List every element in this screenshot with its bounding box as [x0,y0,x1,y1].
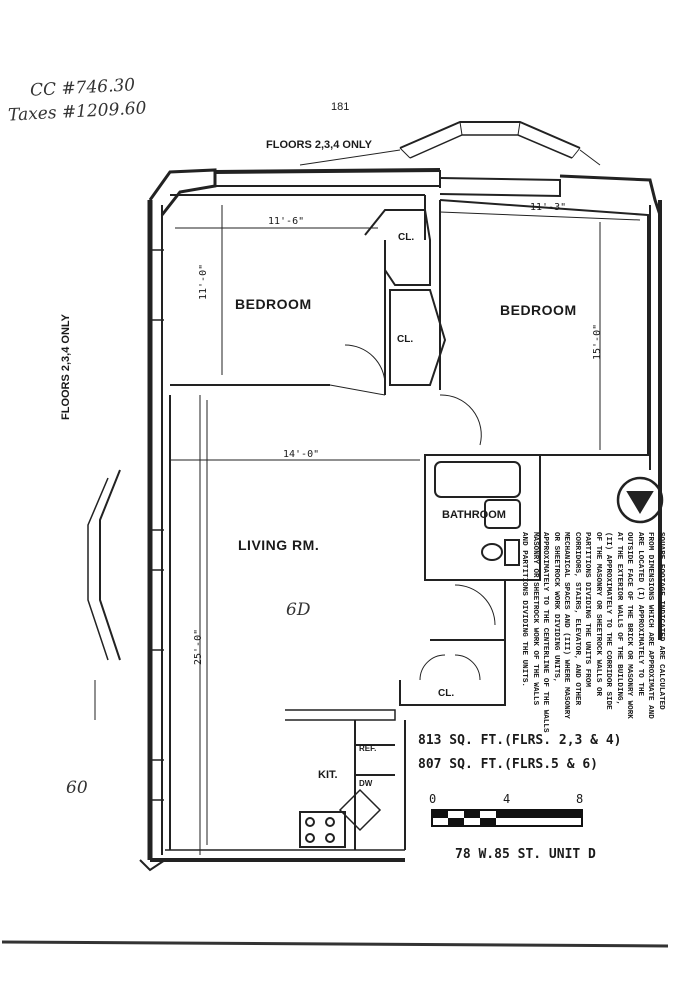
dimension-bedroom-right-depth: 15'-0" [592,323,603,360]
scale-label-8: 8 [576,792,584,806]
room-label-closet-3: CL. [438,688,455,699]
dimension-living-width: 14'-0" [283,449,320,460]
floors-label-top: FLOORS 2,3,4 ONLY [266,139,372,151]
notes-line: PARTITIONS DIVIDING THE UNITS FROM [583,532,592,687]
scale-bar [431,809,583,827]
notes-line: AT THE EXTERIOR WALLS OF THE BUILDING, [615,532,623,706]
handwritten-center-note: 6D [286,600,311,620]
dimension-living-depth: 25'-0" [193,628,204,665]
notes-line: APPROXIMATELY TO THE CENTERLINE OF THE W… [541,532,550,733]
appliance-label-ref: REF. [359,744,377,753]
page-number: 181 [331,101,350,113]
notes-line: CORRIDORS, STAIRS, ELEVATOR, AND OTHER [573,532,581,706]
notes-line: ARE LOCATED (I) APPROXIMATELY TO THE [636,532,644,697]
room-label-kitchen: KIT. [318,769,338,781]
room-label-bedroom-right: BEDROOM [500,302,577,318]
sqft-floors-5-6: 807 SQ. FT.(FLRS.5 & 6) [418,757,599,772]
dimension-bedroom-right-width: 11'-3" [530,202,567,213]
sqft-floors-2-4: 813 SQ. FT.(FLRS. 2,3 & 4) [418,733,622,748]
handwritten-margin-note: 60 [66,778,88,798]
notes-line: (II) APPROXIMATELY TO THE CORRIDOR SIDE [604,532,613,710]
unit-address: 78 W.85 ST. UNIT D [455,847,596,862]
square-footage-notes: SQUARE FOOTAGE INDICATED ARE CALCULATED … [519,532,666,733]
room-label-closet-2: CL. [397,334,414,345]
scale-label-4: 4 [503,792,511,806]
notes-line: MECHANICAL SPACES AND (III) WHERE MASONR… [562,532,571,719]
dimension-bedroom-left-width: 11'-6" [268,216,305,227]
room-label-bedroom-left: BEDROOM [235,296,312,312]
room-label-closet-1: CL. [398,232,415,243]
room-label-bathroom: BATHROOM [442,509,506,521]
notes-line: OR SHEETROCK WORK DIVIDING UNITS, [552,532,560,683]
notes-line: AND PARTITIONS DIVIDING THE UNITS. [520,532,529,687]
notes-line: OF THE MASONRY OR SHEETROCK WALLS OR [594,532,602,697]
scale-label-0: 0 [429,792,437,806]
notes-line: FROM DIMENSIONS WHICH ARE APPROXIMATE AN… [646,532,655,719]
notes-line: SQUARE FOOTAGE INDICATED ARE CALCULATED [657,532,665,710]
floors-label-side: FLOORS 2,3,4 ONLY [60,314,72,420]
appliance-label-dw: DW [359,779,373,788]
room-label-living: LIVING RM. [238,537,320,553]
notes-line: MASONRY OR SHEETROCK WORK OF THE WALLS [531,532,539,706]
notes-line: OUTSIDE FACE OF THE BRICK OR MASONRY WOR… [625,532,634,719]
dimension-bedroom-left-depth: 11'-0" [198,263,209,300]
